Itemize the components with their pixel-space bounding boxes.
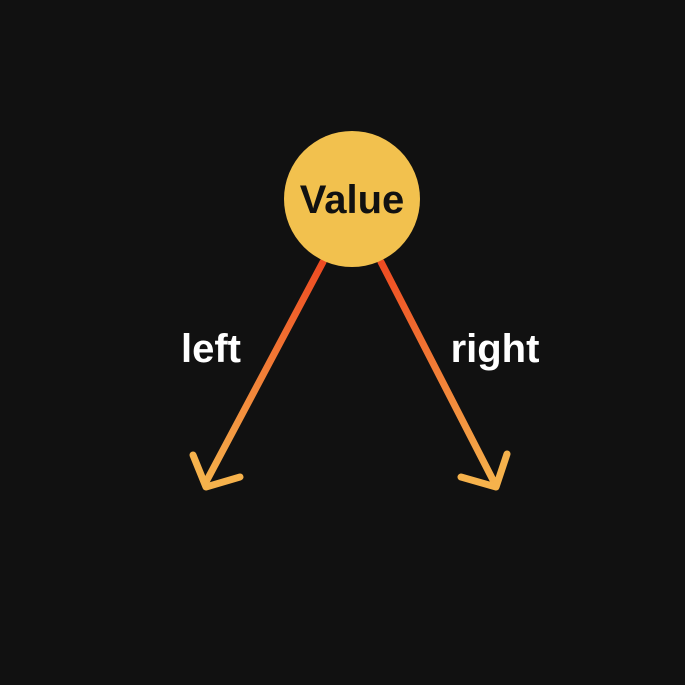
left-edge-arrow <box>189 258 327 491</box>
right-edge-label: right <box>451 327 540 371</box>
value-node-label: Value <box>300 178 405 222</box>
left-arrowhead-icon <box>189 451 244 491</box>
left-edge-line <box>202 258 327 486</box>
value-node: Value <box>284 131 420 267</box>
right-edge-line <box>377 258 498 486</box>
right-arrowhead-icon <box>457 450 511 491</box>
value-node-circle <box>284 131 420 267</box>
left-edge-label: left <box>181 327 241 371</box>
right-edge-arrow <box>377 258 511 491</box>
